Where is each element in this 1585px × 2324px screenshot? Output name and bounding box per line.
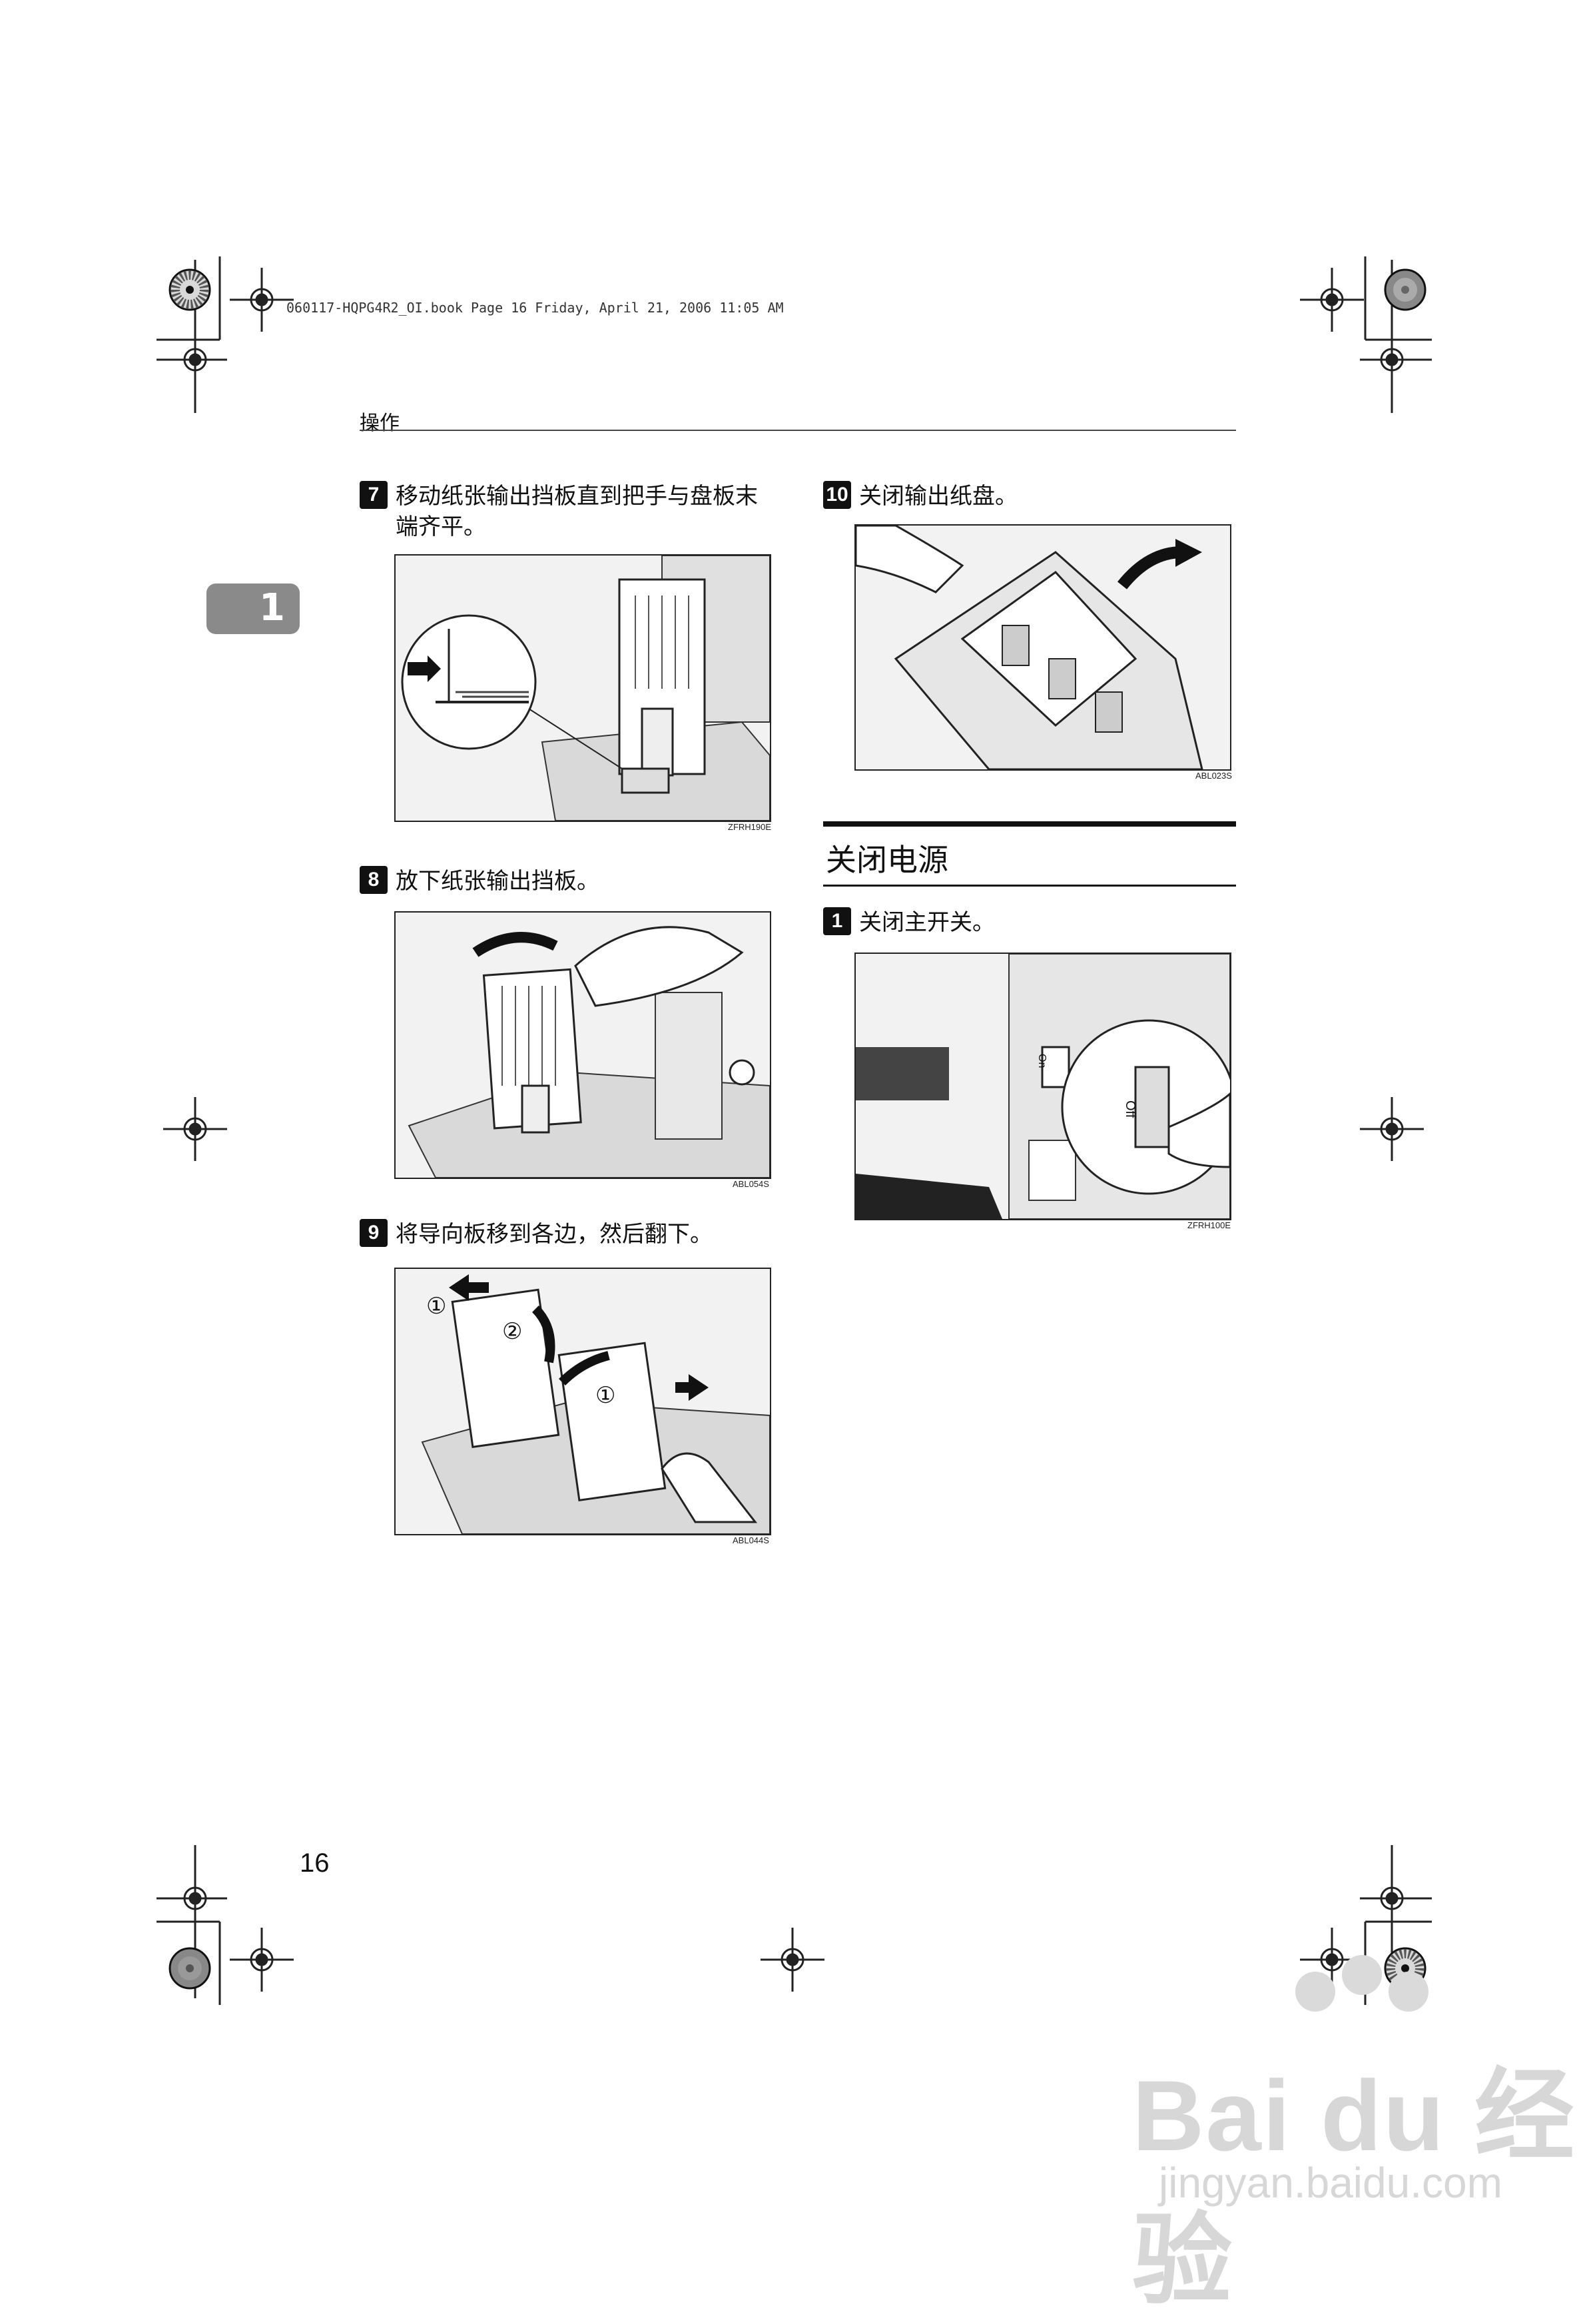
step-number: 7: [360, 481, 388, 509]
running-head: 操作: [360, 412, 400, 435]
step-number: 9: [360, 1219, 388, 1247]
figure-step-10: [854, 524, 1231, 771]
figure-step-9: ① ② ①: [394, 1268, 771, 1535]
step-9: 9 将导向板移到各边，然后翻下。: [360, 1219, 786, 1250]
section-rule-top: [823, 821, 1236, 827]
figure-step-8: [394, 911, 771, 1179]
header-rule: [360, 430, 1236, 431]
step-number: 10: [823, 481, 851, 509]
step-number: 1: [823, 907, 851, 935]
figure-code: ZFRH190E: [728, 822, 772, 832]
hand-icon: [574, 926, 744, 1007]
figure-main-switch: On Off: [854, 953, 1231, 1220]
step-10: 10 关闭输出纸盘。: [823, 481, 1236, 512]
step-power-1: 1 关闭主开关。: [823, 907, 1236, 938]
callout-2: ②: [502, 1318, 523, 1345]
tray-fence-lower-illustration: [396, 913, 770, 1178]
step-8: 8 放下纸张输出挡板。: [360, 866, 786, 897]
step-text: 放下纸张输出挡板。: [396, 868, 599, 895]
close-output-tray-illustration: [856, 526, 1230, 769]
callout-1: ①: [426, 1293, 447, 1320]
hand-icon: [1167, 1092, 1230, 1168]
figure-code: ZFRH100E: [1187, 1220, 1231, 1230]
chapter-tab: 1: [206, 583, 300, 634]
section-rule-bottom: [823, 885, 1236, 887]
step-number: 8: [360, 866, 388, 894]
step-text: 移动纸张输出挡板直到把手与盘板末端齐平。: [396, 483, 758, 540]
figure-code: ABL054S: [733, 1179, 769, 1189]
chapter-number: 1: [259, 586, 285, 629]
print-marks: [157, 256, 1432, 2005]
switch-off-label: Off: [1123, 1100, 1137, 1118]
arrow-icon: [559, 1351, 610, 1386]
step-7: 7 移动纸张输出挡板直到把手与盘板末端齐平。: [360, 481, 786, 542]
figure-step-7: [394, 554, 771, 822]
main-switch-illustration: [856, 954, 1230, 1219]
figure-code: ABL044S: [733, 1535, 769, 1545]
paw-toe: [1342, 1955, 1382, 1995]
callout-1b: ①: [595, 1382, 616, 1409]
file-info: 060117-HQPG4R2_OI.book Page 16 Friday, A…: [286, 300, 784, 316]
guide-plates-illustration: [396, 1269, 770, 1534]
arrow-icon: [1117, 546, 1183, 589]
switch-on-label: On: [1036, 1054, 1048, 1068]
arrow-icon: [531, 1306, 555, 1363]
hand-icon: [661, 1452, 758, 1523]
tray-fence-illustration: [396, 556, 770, 821]
arrow-icon: [408, 655, 441, 682]
watermark-url: jingyan.baidu.com: [1159, 2159, 1502, 2207]
step-text: 将导向板移到各边，然后翻下。: [396, 1221, 713, 1248]
arrow-icon: [472, 932, 558, 957]
arrow-icon: [675, 1374, 709, 1401]
step-text: 关闭主开关。: [859, 909, 995, 936]
hand-icon: [856, 526, 964, 593]
arrow-icon: [449, 1274, 489, 1301]
figure-code: ABL023S: [1195, 771, 1232, 781]
paw-icon: [1295, 1972, 1335, 2012]
section-title: 关闭电源: [826, 842, 948, 878]
step-text: 关闭输出纸盘。: [859, 483, 1018, 510]
page-number: 16: [300, 1848, 330, 1878]
paw-toe: [1389, 1972, 1428, 2012]
